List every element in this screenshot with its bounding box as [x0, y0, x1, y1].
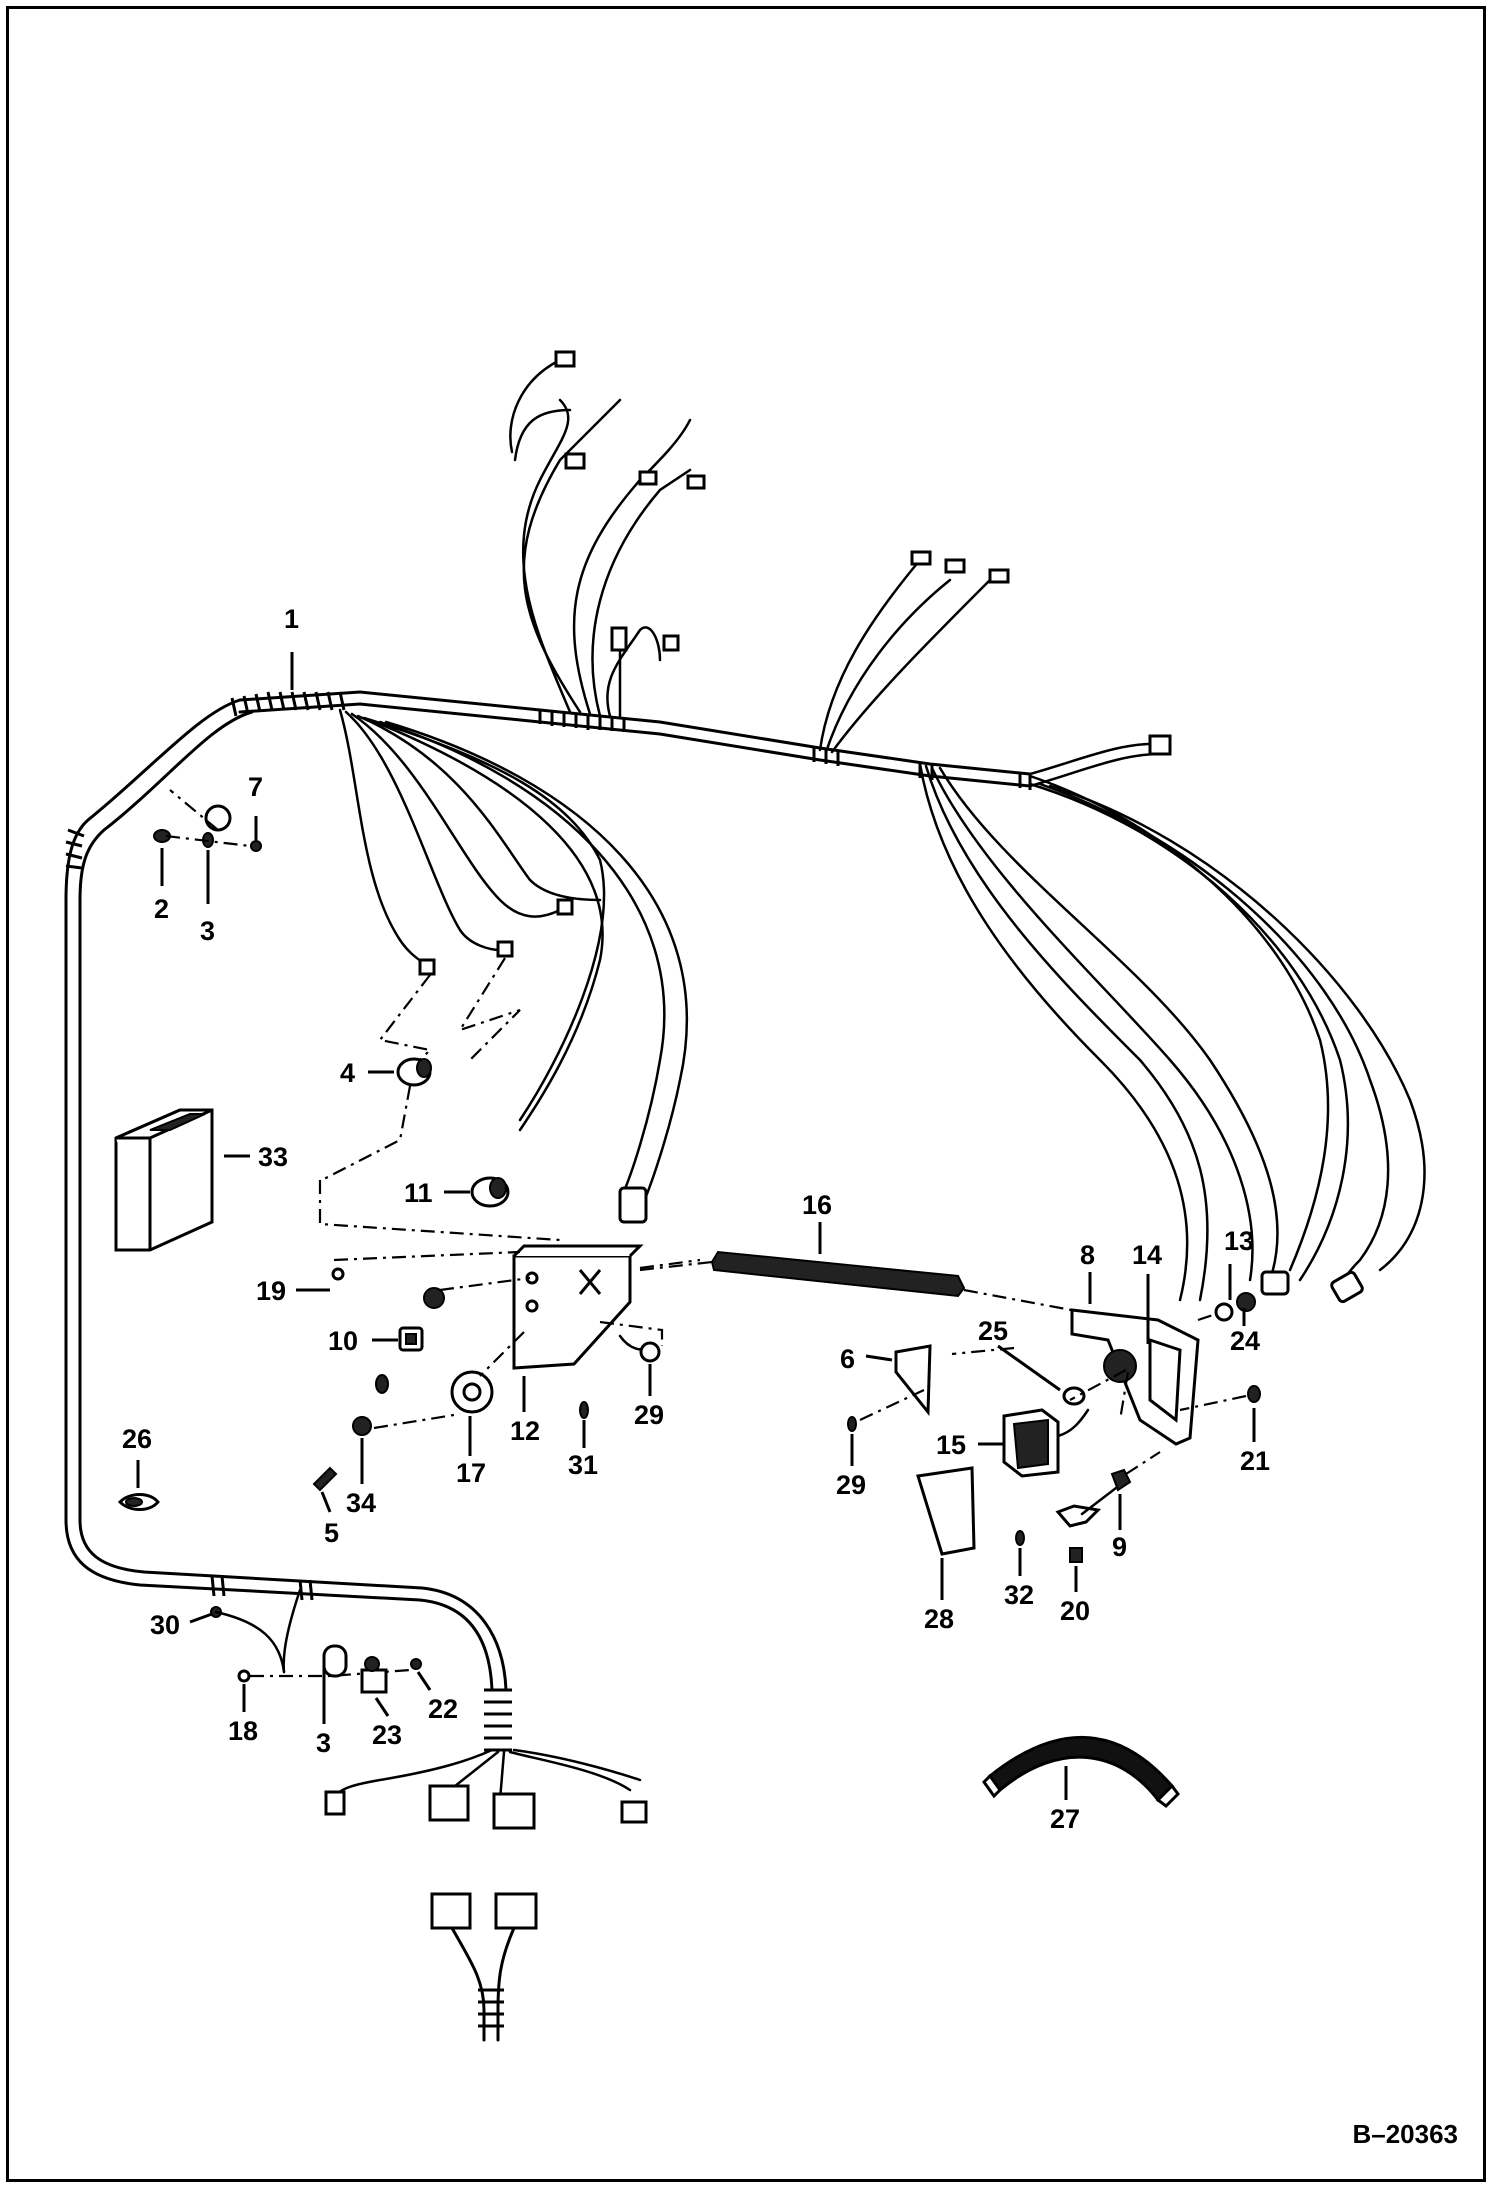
screw-29 — [847, 1416, 857, 1432]
callout-3-upper: 3 — [200, 916, 215, 946]
part-18 — [237, 1669, 251, 1683]
connector-top-6 — [662, 634, 680, 652]
connector-fan-3 — [556, 898, 574, 916]
connector-top-1 — [554, 350, 576, 368]
upper-branch-wires — [509, 350, 1172, 788]
part-19 — [331, 1267, 345, 1281]
clip-29 — [639, 1341, 661, 1363]
connector-bottom-1 — [324, 1790, 346, 1816]
callout-15: 15 — [936, 1430, 966, 1460]
document-code: B–20363 — [1352, 2119, 1458, 2149]
callout-leaders — [136, 652, 1256, 1800]
part-21 — [1247, 1385, 1261, 1403]
part-24 — [1236, 1292, 1256, 1312]
callout-31: 31 — [568, 1450, 598, 1480]
callout-6: 6 — [840, 1344, 855, 1374]
part-32 — [1015, 1530, 1025, 1546]
part-14 — [1103, 1349, 1137, 1383]
pigtail-connector-1 — [430, 1892, 472, 1930]
clamp-3-upper — [204, 804, 232, 832]
part-6 — [894, 1344, 932, 1417]
part-34 — [352, 1416, 372, 1436]
connector-right-tail — [1148, 734, 1172, 756]
part-27 — [987, 1735, 1175, 1803]
connector-top-2 — [564, 452, 586, 470]
connector-right-fan-2 — [1330, 1270, 1364, 1304]
part-28 — [916, 1466, 976, 1556]
callout-labels: 1 2 3 7 4 33 11 19 10 16 8 14 13 24 25 6… — [122, 604, 1270, 1834]
connector-fan-2 — [496, 940, 514, 958]
callout-29-left: 29 — [634, 1400, 664, 1430]
callout-22: 22 — [428, 1694, 458, 1724]
callout-28: 28 — [924, 1604, 954, 1634]
callout-2: 2 — [154, 894, 169, 924]
part-5 — [312, 1466, 338, 1492]
callout-4: 4 — [340, 1058, 355, 1088]
callout-8: 8 — [1080, 1240, 1095, 1270]
callout-26: 26 — [122, 1424, 152, 1454]
callout-18: 18 — [228, 1716, 258, 1746]
connector-bottom-4 — [620, 1800, 648, 1824]
connector-bottom-2 — [428, 1784, 470, 1822]
callout-12: 12 — [510, 1416, 540, 1446]
callout-24: 24 — [1230, 1326, 1260, 1356]
callout-3-lower: 3 — [316, 1728, 331, 1758]
callout-9: 9 — [1112, 1532, 1127, 1562]
connector-fan-1 — [418, 958, 436, 976]
callout-10: 10 — [328, 1326, 358, 1356]
parts — [114, 789, 1261, 1808]
connector-mid-2 — [944, 558, 966, 574]
part-23 — [360, 1668, 388, 1694]
callout-19: 19 — [256, 1276, 286, 1306]
part-20 — [1069, 1547, 1083, 1563]
connector-bottom-3 — [492, 1792, 536, 1830]
callout-34: 34 — [346, 1488, 376, 1518]
part-25 — [1062, 1386, 1086, 1406]
callout-20: 20 — [1060, 1596, 1090, 1626]
connector-top-5 — [610, 626, 628, 652]
bottom-harness-end — [324, 1748, 648, 2042]
connector-top-4 — [686, 474, 706, 490]
callout-13: 13 — [1224, 1226, 1254, 1256]
connector-mid-3 — [988, 568, 1010, 584]
callout-17: 17 — [456, 1458, 486, 1488]
callout-33: 33 — [258, 1142, 288, 1172]
connector-fan-big — [618, 1186, 648, 1224]
nut-7 — [250, 840, 262, 852]
callout-23: 23 — [372, 1720, 402, 1750]
plate-16 — [710, 1250, 966, 1298]
part-13 — [1214, 1302, 1234, 1322]
callout-5: 5 — [324, 1518, 339, 1548]
page-border — [6, 6, 1486, 2182]
callout-32: 32 — [1004, 1580, 1034, 1610]
callout-1: 1 — [284, 604, 299, 634]
right-fan-wires — [918, 762, 1426, 1304]
connector-right-fan-1 — [1260, 1270, 1290, 1296]
callout-21: 21 — [1240, 1446, 1270, 1476]
callout-7: 7 — [248, 772, 263, 802]
part-9-lever — [1055, 1504, 1102, 1528]
part-31 — [579, 1401, 589, 1419]
callout-25: 25 — [978, 1316, 1008, 1346]
connector-top-3 — [638, 470, 658, 486]
pigtail-connector-2 — [494, 1892, 538, 1930]
callout-29-right: 29 — [836, 1470, 866, 1500]
part-22 — [410, 1658, 422, 1670]
clamp-3-lower — [322, 1644, 348, 1678]
callout-27: 27 — [1050, 1804, 1080, 1834]
callout-16: 16 — [802, 1190, 832, 1220]
callout-14: 14 — [1132, 1240, 1162, 1270]
callout-11: 11 — [404, 1178, 433, 1208]
connector-mid-1 — [910, 550, 932, 566]
part-9 — [1110, 1468, 1132, 1492]
callout-30: 30 — [150, 1610, 180, 1640]
